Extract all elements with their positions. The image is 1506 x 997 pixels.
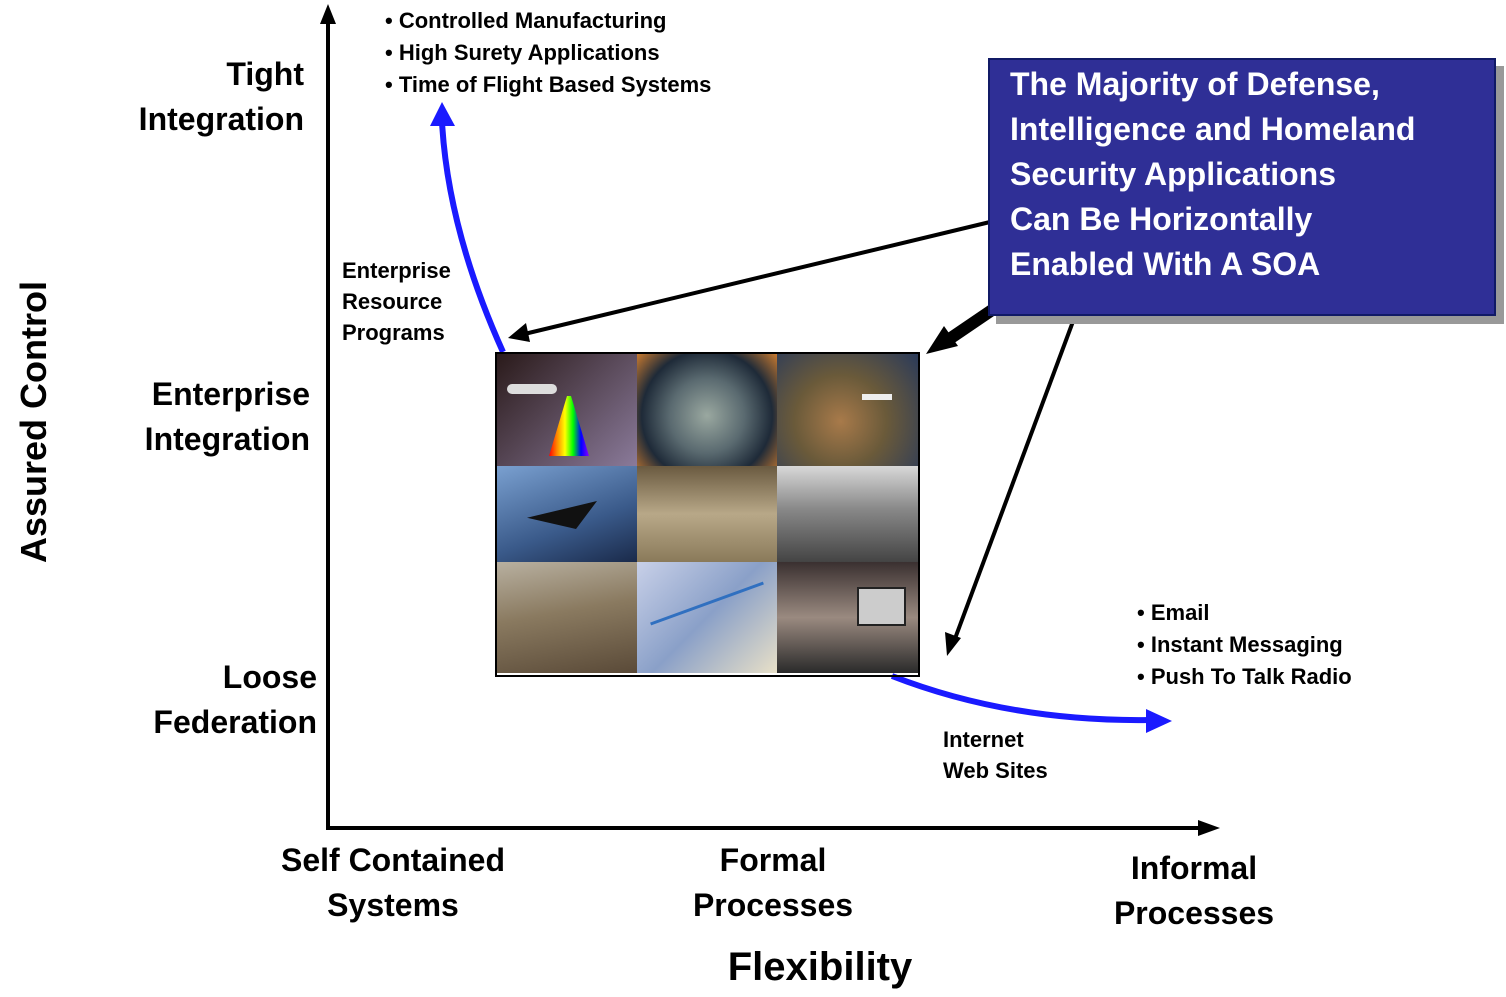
bottom-bullet-text: Email <box>1150 600 1210 625</box>
x-level-informal-line1: Informal <box>1130 850 1258 886</box>
x-level-formal: Formal Processes <box>623 838 923 928</box>
top-bullet-list: • Controlled Manufacturing • High Surety… <box>385 5 825 101</box>
curve-up-arrowhead <box>430 102 455 126</box>
arrow-to-collage <box>941 303 999 347</box>
erp-label-line3: Programs <box>342 320 445 345</box>
erp-label: Enterprise Resource Programs <box>342 255 502 348</box>
collage-tile-map-display <box>637 562 777 673</box>
callout-line: Enabled With A SOA <box>1010 246 1321 282</box>
y-axis-arrowhead <box>320 4 336 24</box>
collage-tile-operations-room <box>637 466 777 562</box>
collage-tile-uav-spectrum <box>497 354 637 466</box>
x-level-self-contained-line1: Self Contained <box>280 842 505 878</box>
aircraft-icon <box>862 394 892 400</box>
bottom-bullet-text: Push To Talk Radio <box>1150 664 1352 689</box>
map-route-line <box>650 581 764 626</box>
y-level-enterprise-line1: Enterprise <box>151 376 310 412</box>
x-level-formal-line1: Formal <box>719 842 827 878</box>
y-level-loose: Loose Federation <box>60 655 317 745</box>
x-level-self-contained: Self Contained Systems <box>243 838 543 928</box>
bottom-bullet-item: • Email <box>1137 600 1210 625</box>
collage-tile-computer-lab <box>777 466 918 562</box>
bottom-bullet-item: • Instant Messaging <box>1137 632 1343 657</box>
y-level-enterprise-line2: Integration <box>144 421 310 457</box>
top-bullet-text: Time of Flight Based Systems <box>398 72 712 97</box>
y-axis-title: Assured Control <box>13 280 54 564</box>
x-level-informal-line2: Processes <box>1113 895 1275 931</box>
arrow-to-web <box>951 307 1080 645</box>
y-level-tight-line2: Integration <box>138 101 304 137</box>
callout-line: Can Be Horizontally <box>1010 201 1313 237</box>
x-level-formal-line2: Processes <box>692 887 854 923</box>
collage-tile-analysts-workstation <box>777 562 918 673</box>
y-level-tight: Tight Integration <box>60 52 304 142</box>
y-level-loose-line2: Federation <box>153 704 317 740</box>
y-level-loose-line1: Loose <box>222 659 317 695</box>
collage-tile-aircraft-terrain <box>777 354 918 466</box>
curve-right-arrowhead <box>1146 709 1172 733</box>
erp-label-line2: Resource <box>342 289 443 314</box>
spectrum-beam <box>549 396 589 456</box>
web-label: Internet Web Sites <box>943 724 1103 786</box>
bottom-bullet-item: • Push To Talk Radio <box>1137 664 1352 689</box>
x-axis-title: Flexibility <box>727 945 913 989</box>
monitor-icon <box>857 587 906 626</box>
callout-line: The Majority of Defense, <box>1010 66 1380 102</box>
arrow-to-erp <box>515 220 991 338</box>
arrow-to-web-head <box>945 632 961 656</box>
top-bullet-text: Controlled Manufacturing <box>398 8 667 33</box>
top-bullet-text: High Surety Applications <box>398 40 660 65</box>
x-level-self-contained-line2: Systems <box>327 887 459 923</box>
collage-tile-soldier-terrain <box>497 562 637 673</box>
web-label-line2: Web Sites <box>943 758 1048 783</box>
y-level-enterprise: Enterprise Integration <box>60 372 310 462</box>
top-bullet-item: • High Surety Applications <box>385 40 660 65</box>
callout-line: Security Applications <box>1010 156 1336 192</box>
curve-right <box>890 673 1151 724</box>
collage-tile-stealth-fighter <box>497 466 637 562</box>
top-bullet-item: • Time of Flight Based Systems <box>385 72 712 97</box>
x-level-informal: Informal Processes <box>1044 846 1344 936</box>
bottom-bullet-list: • Email • Instant Messaging • Push To Ta… <box>1137 597 1437 693</box>
erp-label-line1: Enterprise <box>342 258 451 283</box>
curve-up <box>439 121 506 354</box>
arrow-to-erp-head <box>508 323 530 342</box>
callout-box: The Majority of Defense, Intelligence an… <box>988 58 1496 316</box>
callout-line: Intelligence and Homeland <box>1010 111 1416 147</box>
top-bullet-item: • Controlled Manufacturing <box>385 8 667 33</box>
uav-icon <box>507 384 557 394</box>
bottom-bullet-text: Instant Messaging <box>1150 632 1343 657</box>
collage-tile-globe-earth <box>637 354 777 466</box>
stealth-fighter-icon <box>527 501 597 529</box>
web-label-line1: Internet <box>943 727 1024 752</box>
arrow-to-collage-head <box>926 326 958 354</box>
x-axis-arrowhead <box>1198 820 1220 836</box>
photo-collage <box>495 352 920 677</box>
y-level-tight-line1: Tight <box>226 56 304 92</box>
